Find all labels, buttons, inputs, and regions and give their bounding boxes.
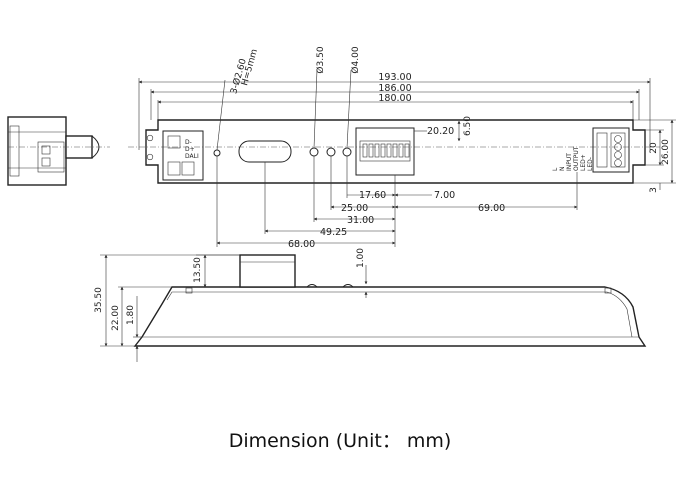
- svg-text:OUTPUT: OUTPUT: [573, 146, 580, 171]
- dip-switch: [362, 143, 410, 158]
- dim-20: 20: [649, 142, 659, 154]
- dim-31: 31.00: [347, 215, 374, 226]
- dim-1-00: 1.00: [356, 248, 366, 268]
- dim-49-25: 49.25: [320, 227, 347, 238]
- left-terminal-label-2: D+: [185, 146, 195, 153]
- dim-25: 25.00: [341, 203, 368, 214]
- top-view: 193.00 186.00 180.00 D- D+ DALI: [128, 46, 676, 250]
- left-terminal-label-3: DALI: [185, 153, 199, 160]
- svg-text:LED+: LED+: [580, 154, 587, 171]
- dim-69: 69.00: [478, 203, 505, 214]
- dim-68: 68.00: [288, 239, 315, 250]
- dim-186: 186.00: [378, 83, 411, 94]
- dim-17-60: 17.60: [359, 190, 386, 201]
- dim-35-50: 35.50: [94, 287, 104, 313]
- svg-text:INPUT: INPUT: [566, 153, 573, 171]
- led-hole-label: Ø3.50: [315, 46, 326, 73]
- left-terminal-label-1: D-: [185, 139, 192, 146]
- end-view: [7, 116, 110, 186]
- svg-text:L: L: [552, 167, 559, 171]
- dim-26: 26.00: [661, 139, 671, 165]
- right-terminal-labels: L N INPUT OUTPUT LED+ LED-: [552, 146, 594, 171]
- dip-height-label: 6.50: [463, 116, 473, 136]
- side-view: 35.50 22.00 1.80 13.50 1.00: [94, 248, 647, 362]
- button-hole-label: Ø4.00: [350, 46, 361, 73]
- dim-7: 7.00: [434, 190, 455, 201]
- svg-text:LED-: LED-: [587, 157, 594, 171]
- dim-1-80: 1.80: [126, 305, 136, 325]
- dim-3: 3: [649, 187, 659, 193]
- caption: Dimension (Unit： mm): [228, 430, 452, 452]
- svg-text:N: N: [559, 167, 566, 172]
- dim-180: 180.00: [378, 93, 411, 104]
- dim-193: 193.00: [378, 72, 411, 83]
- dip-width-label: 20.20: [427, 126, 454, 137]
- dim-13-50: 13.50: [193, 257, 203, 283]
- dim-22: 22.00: [111, 305, 121, 331]
